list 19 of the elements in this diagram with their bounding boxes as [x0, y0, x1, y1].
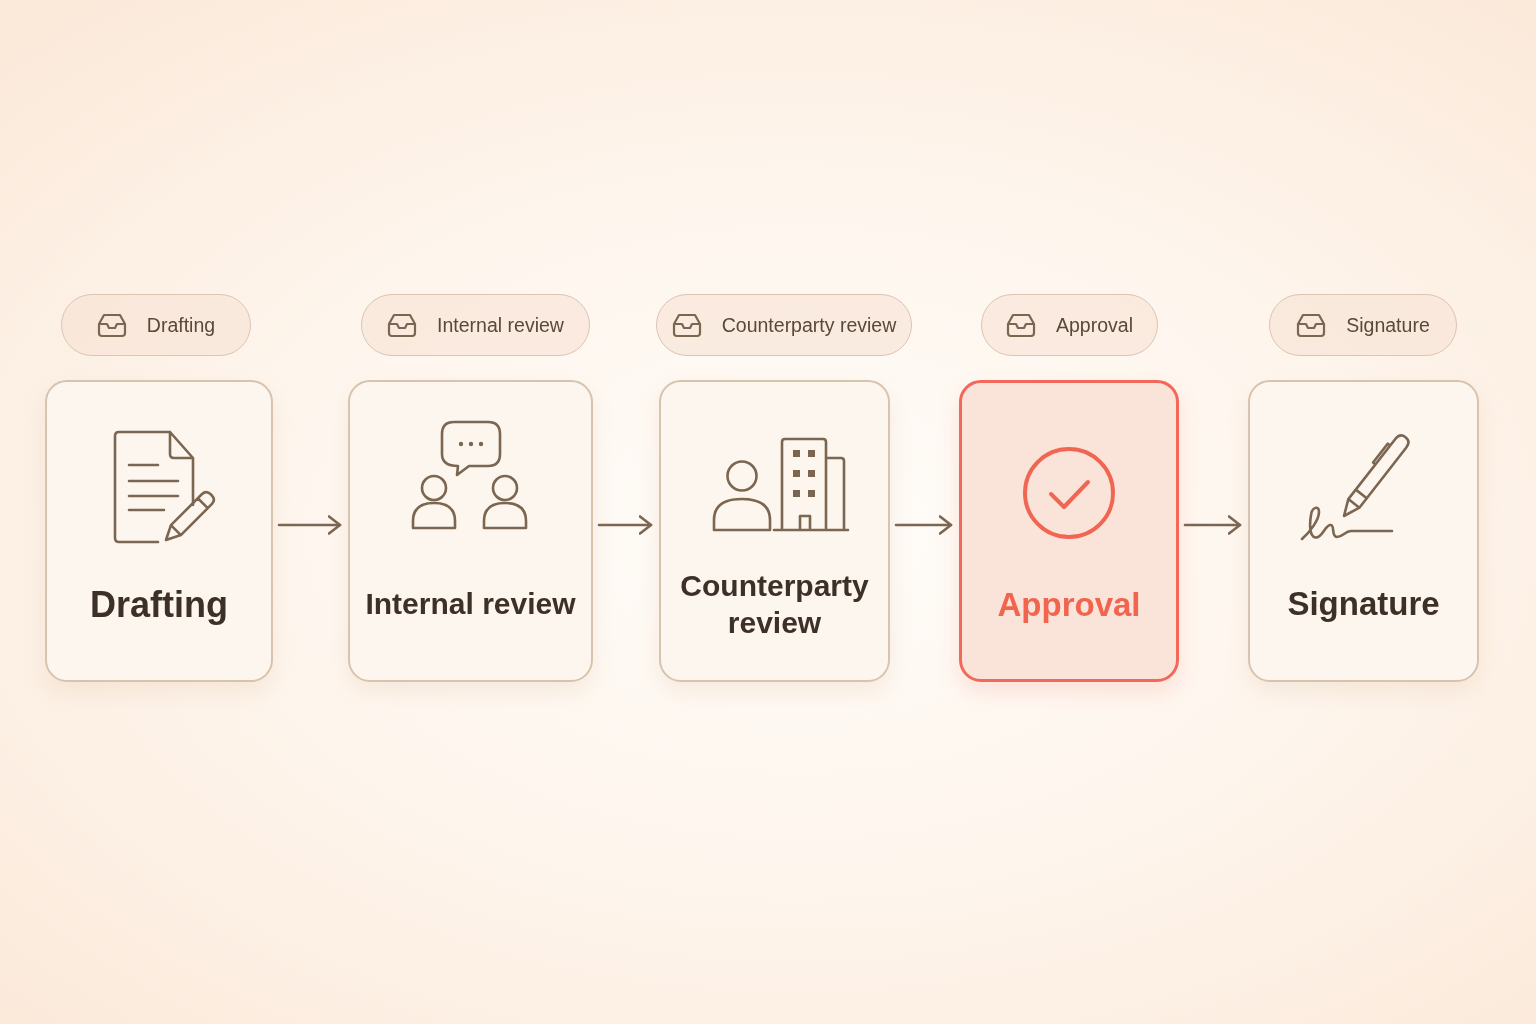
stage-label: Drafting	[146, 313, 216, 337]
arrow	[894, 515, 953, 535]
arrow	[277, 515, 342, 535]
step-card	[959, 380, 1179, 682]
stage-label: Signature	[1346, 313, 1430, 337]
stage-label: Internal review	[437, 313, 564, 337]
stage-label: Counterparty review	[721, 313, 897, 337]
step-title: Approval	[996, 585, 1142, 626]
step-title: Drafting	[89, 582, 229, 627]
stage-label: Approval	[1056, 313, 1133, 337]
step-title: Counterparty review	[679, 567, 870, 641]
step-card	[1248, 380, 1479, 682]
arrow	[1183, 515, 1242, 535]
step-card	[45, 380, 273, 682]
step-title: Signature	[1286, 584, 1441, 625]
step-card	[348, 380, 593, 682]
step-card	[659, 380, 890, 682]
arrow	[597, 515, 653, 535]
step-title: Internal review	[364, 586, 577, 623]
